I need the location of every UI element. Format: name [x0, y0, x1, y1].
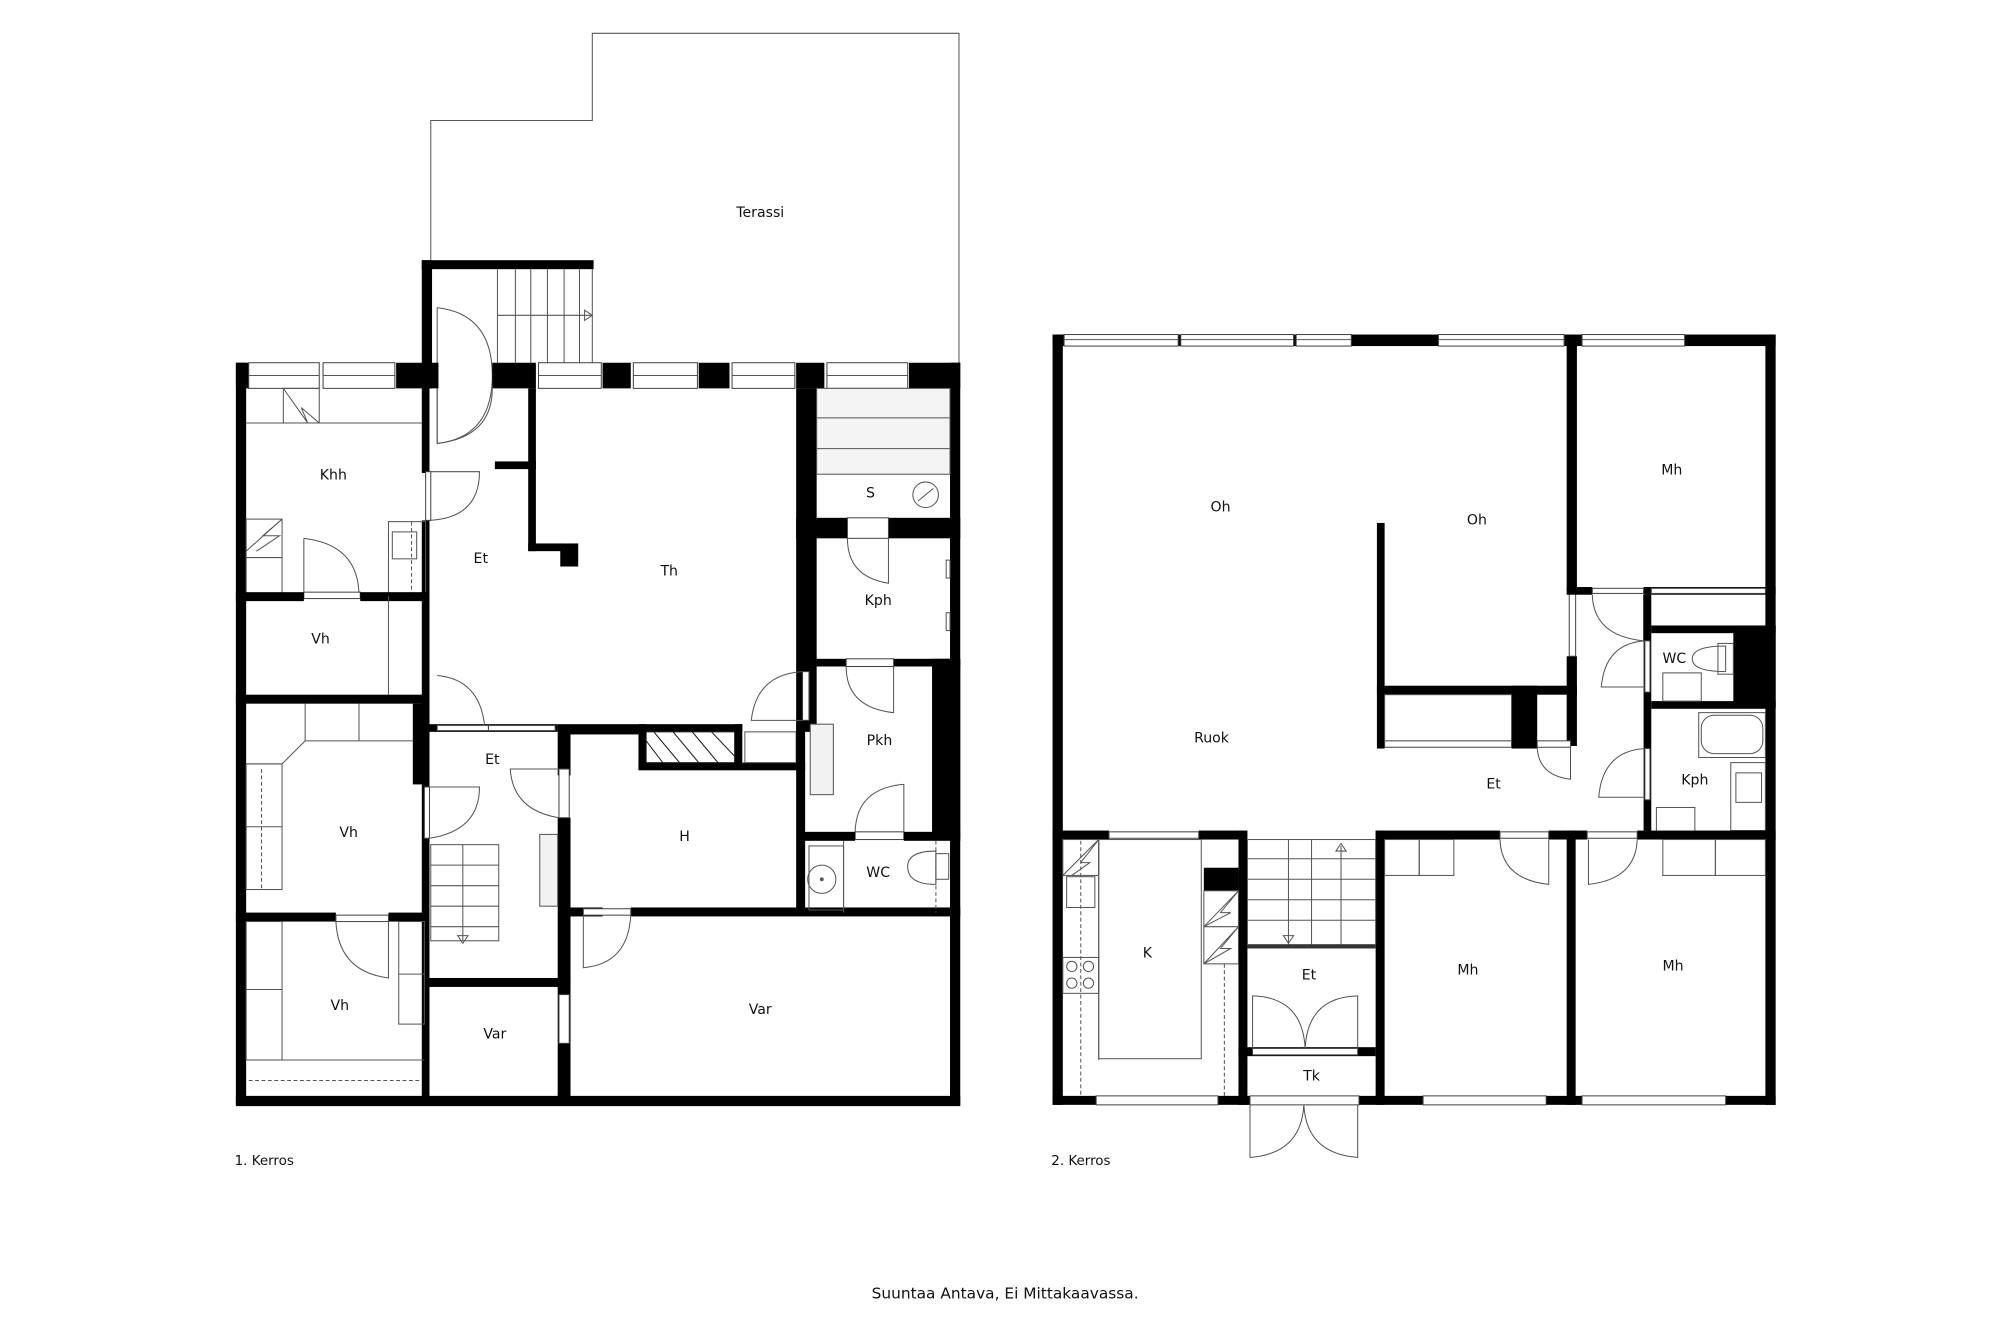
- room-label-th: Th: [659, 564, 678, 580]
- floor-label-1: 1. Kerros: [235, 1154, 294, 1169]
- door-swing-icon: [509, 768, 560, 819]
- disclaimer-caption: Suuntaa Antava, Ei Mittakaavassa.: [872, 1284, 1139, 1302]
- room-label-pkh: Pkh: [867, 733, 893, 749]
- room-labels: Terassi Khh Et Th S Kph Vh Pkh Et Vh H W…: [311, 205, 1708, 1085]
- room-label-s: S: [866, 485, 875, 501]
- room-label-var: Var: [483, 1026, 506, 1042]
- floor-label-2: 2. Kerros: [1051, 1154, 1110, 1169]
- room-label-tk: Tk: [1302, 1069, 1321, 1085]
- stair-icon: [430, 844, 500, 945]
- room-label-k: K: [1143, 946, 1153, 962]
- door-swing-icon: [750, 671, 803, 721]
- room-label-et: Et: [485, 752, 500, 768]
- door-swing-icon: [845, 666, 895, 714]
- door-swing-icon: [1587, 839, 1638, 885]
- room-label-wc: WC: [866, 865, 890, 881]
- room-label-et: Et: [1486, 776, 1501, 792]
- room-label-wc: WC: [1662, 651, 1686, 667]
- room-label-et: Et: [474, 551, 489, 567]
- door-swing-icon: [1499, 839, 1550, 885]
- room-label-mh: Mh: [1457, 962, 1478, 978]
- room-label-et: Et: [1302, 967, 1317, 983]
- room-label-oh: Oh: [1210, 500, 1230, 516]
- room-label-vh: Vh: [311, 632, 330, 648]
- room-label-kph: Kph: [1681, 773, 1708, 789]
- door-swing-icon: [1536, 747, 1572, 780]
- door-swing-icon: [437, 674, 486, 726]
- room-label-h: H: [679, 829, 690, 845]
- fireplace-icon: [645, 731, 736, 764]
- door-swing-icon: [846, 538, 889, 584]
- terrace-outline: [430, 32, 960, 363]
- door-swing-icon: [854, 783, 905, 832]
- door-swing-icon: [1249, 1104, 1359, 1158]
- room-label-kph: Kph: [865, 593, 892, 609]
- door-swing-icon: [582, 915, 632, 969]
- door-swing-icon: [429, 786, 481, 839]
- room-label-var: Var: [749, 1002, 772, 1018]
- floor-2-plan: [1052, 334, 1776, 1158]
- room-label-vh: Vh: [339, 825, 358, 841]
- stair-icon: [1246, 839, 1377, 946]
- room-label-mh: Mh: [1663, 958, 1684, 974]
- door-swing-icon: [1600, 640, 1645, 688]
- door-swing-icon: [436, 307, 493, 444]
- room-label-vh: Vh: [330, 998, 349, 1014]
- window-icon: [248, 362, 909, 389]
- door-swing-icon: [1252, 995, 1359, 1049]
- door-swing-icon: [1598, 748, 1645, 798]
- room-label-terassi: Terassi: [735, 205, 784, 221]
- door-swing-icon: [335, 921, 389, 979]
- room-label-ruok: Ruok: [1194, 730, 1230, 746]
- room-label-khh: Khh: [320, 468, 347, 484]
- room-label-mh: Mh: [1661, 462, 1682, 478]
- room-label-oh: Oh: [1467, 512, 1487, 528]
- door-swing-icon: [429, 471, 481, 521]
- floor-1-plan: [235, 32, 961, 1107]
- window-icon: [1063, 334, 1686, 347]
- stair-top-icon: [496, 269, 594, 363]
- door-swing-icon: [303, 537, 360, 597]
- door-swing-icon: [1591, 594, 1645, 642]
